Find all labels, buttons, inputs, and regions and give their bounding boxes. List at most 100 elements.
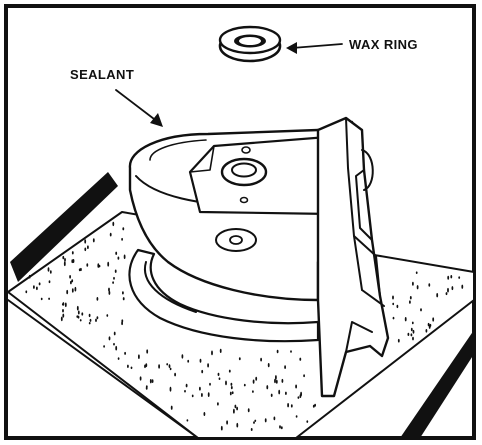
floor-speckle: [458, 276, 461, 279]
floor-speckle: [225, 380, 227, 386]
floor-speckle: [404, 317, 407, 322]
floor-speckle: [290, 350, 292, 353]
floor-speckle: [71, 259, 74, 264]
floor-speckle: [96, 316, 99, 320]
floor-speckle: [96, 297, 99, 301]
floor-speckle: [255, 376, 258, 381]
wax-ring-label: WAX RING: [349, 37, 418, 52]
flange-ring-inner: [231, 162, 257, 178]
floor-speckle: [415, 271, 418, 275]
floor-speckle: [122, 227, 125, 231]
floor-speckle: [181, 354, 184, 359]
floor-speckle: [203, 412, 206, 416]
floor-speckle: [409, 296, 412, 300]
floor-speckle: [295, 384, 297, 389]
floor-speckle: [217, 402, 219, 406]
floor-speckle: [145, 386, 148, 390]
floor-speckle: [112, 281, 114, 284]
floor-speckle: [124, 351, 126, 355]
floor-speckle: [428, 283, 431, 287]
floor-speckle: [276, 349, 279, 354]
floor-speckle: [280, 426, 283, 430]
floor-speckle: [71, 288, 74, 293]
floor-speckle: [186, 419, 189, 422]
floor-speckle: [211, 350, 213, 356]
floor-speckle: [33, 285, 35, 289]
floor-speckle-texture: [25, 221, 464, 431]
floor-speckle: [71, 279, 74, 283]
floor-speckle: [113, 331, 116, 336]
floor-speckle: [70, 280, 72, 285]
floor-speckle: [436, 293, 439, 298]
floor-speckle: [71, 251, 74, 255]
floor-speckle: [273, 416, 276, 421]
floor-speckle: [392, 316, 395, 320]
floor-speckle: [287, 403, 289, 408]
floor-speckle: [28, 274, 31, 279]
floor-speckle: [392, 295, 394, 300]
floor-speckle: [185, 383, 188, 388]
floor-speckle: [95, 318, 97, 322]
floor-speckle: [270, 393, 273, 397]
floor-speckle: [86, 263, 89, 267]
floor-speckle: [166, 363, 169, 366]
floor-speckle: [62, 302, 65, 306]
floor-speckle: [247, 408, 250, 413]
floor-speckle: [207, 392, 210, 397]
floor-speckle: [409, 300, 411, 304]
floor-speckle: [250, 428, 253, 431]
floor-speckle: [275, 379, 278, 384]
floor-speckle: [112, 221, 115, 227]
floor-speckle: [432, 317, 435, 322]
floor-speckle: [66, 289, 69, 295]
floor-speckle: [38, 282, 41, 286]
floor-speckle: [87, 245, 89, 249]
floor-speckle: [396, 304, 399, 309]
floor-speckle: [407, 332, 410, 336]
floor-speckle: [109, 232, 112, 237]
floor-speckle: [199, 386, 201, 391]
floor-speckle: [461, 284, 464, 289]
floor-speckle: [312, 404, 315, 408]
floor-speckle: [130, 366, 133, 370]
floor-speckle: [412, 329, 415, 334]
floor-speckle: [88, 322, 91, 325]
floor-speckle: [88, 313, 91, 318]
floor-speckle: [47, 267, 50, 272]
toilet-base: [128, 116, 390, 398]
floor-speckle: [284, 365, 286, 369]
floor-band-left: [10, 172, 118, 282]
floor-speckle: [236, 406, 239, 411]
base-foot-ring: [128, 248, 320, 343]
floor-speckle: [229, 391, 232, 396]
floor-speckle: [121, 319, 124, 323]
floor-speckle: [113, 276, 115, 280]
floor-speckle: [103, 345, 105, 348]
floor-speckle: [169, 367, 172, 371]
floor-speckle: [64, 302, 67, 308]
floor-speckle: [84, 247, 87, 252]
floor-speckle: [416, 285, 419, 290]
floor-speckle: [278, 389, 281, 395]
floor-speckle: [139, 376, 142, 381]
floor-speckle: [267, 363, 270, 368]
floor-speckle: [217, 372, 220, 376]
floor-speckle: [40, 297, 43, 301]
floor-speckle: [445, 292, 448, 296]
floor-speckle: [410, 333, 413, 337]
floor-speckle: [451, 286, 454, 291]
sealant-arrow: [115, 89, 163, 127]
floor-speckle: [145, 363, 148, 368]
base-side-column: [316, 116, 390, 398]
floor-speckle: [230, 386, 233, 390]
floor-speckle: [252, 390, 254, 393]
floor-speckle: [138, 354, 140, 360]
floor-speckle: [412, 336, 414, 341]
floor-speckle: [231, 391, 234, 395]
floor-speckle: [76, 305, 79, 311]
floor-speckle: [60, 316, 63, 322]
floor-speckle: [207, 363, 210, 368]
floor-speckle: [303, 374, 305, 378]
floor-speckle: [49, 270, 52, 274]
